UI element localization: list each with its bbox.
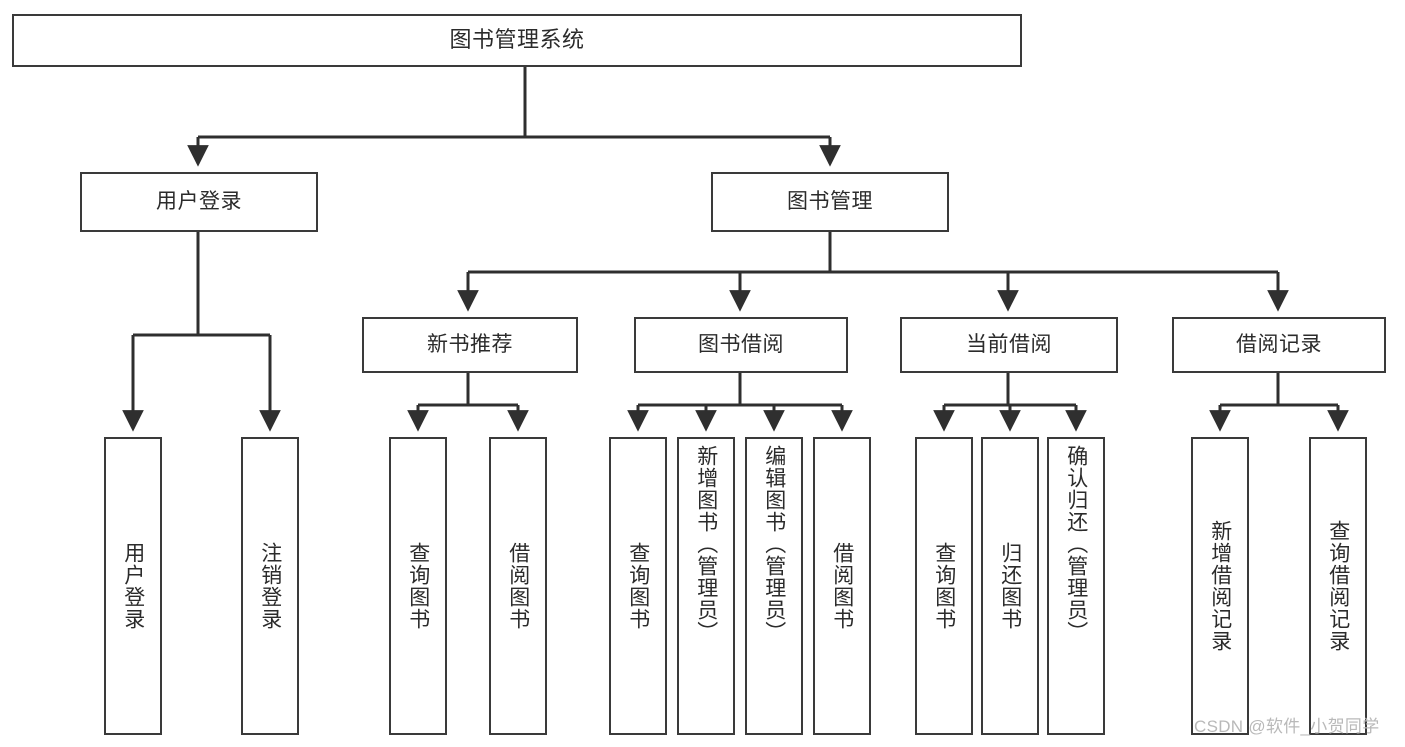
node-root-book-management-system[interactable]: 图书管理系统 [12, 14, 1022, 67]
node-label: 注销登录 [258, 542, 282, 630]
leaf-edit-book-admin[interactable]: 编辑图书（管理员） [745, 437, 803, 735]
node-label: 查询图书 [932, 542, 956, 630]
node-label: 查询图书 [626, 542, 650, 630]
leaf-add-borrowing-record[interactable]: 新增借阅记录 [1191, 437, 1249, 735]
leaf-return-book[interactable]: 归还图书 [981, 437, 1039, 735]
leaf-query-book-recommendation[interactable]: 查询图书 [389, 437, 447, 735]
leaf-logout[interactable]: 注销登录 [241, 437, 299, 735]
node-current-borrowing[interactable]: 当前借阅 [900, 317, 1118, 373]
node-label: 借阅记录 [1236, 333, 1322, 357]
node-label: 归还图书 [998, 542, 1022, 630]
leaf-query-book-borrowing[interactable]: 查询图书 [609, 437, 667, 735]
node-borrowing-record[interactable]: 借阅记录 [1172, 317, 1386, 373]
node-label: 当前借阅 [966, 333, 1052, 357]
node-user-login[interactable]: 用户登录 [80, 172, 318, 232]
node-label: 用户登录 [156, 190, 242, 214]
node-label: 图书借阅 [698, 333, 784, 357]
node-label: 图书管理系统 [449, 27, 585, 53]
node-label: 编辑图书（管理员） [762, 445, 786, 643]
leaf-borrow-book-borrowing[interactable]: 借阅图书 [813, 437, 871, 735]
node-label: 图书管理 [787, 190, 873, 214]
node-label: 借阅图书 [830, 542, 854, 630]
node-label: 新增图书（管理员） [694, 445, 718, 643]
node-label: 确认归还（管理员） [1064, 445, 1088, 643]
leaf-query-borrowing-record[interactable]: 查询借阅记录 [1309, 437, 1367, 735]
leaf-query-book-current[interactable]: 查询图书 [915, 437, 973, 735]
csdn-watermark: CSDN @软件_小贺同学 [1194, 717, 1380, 736]
node-label: 查询图书 [406, 542, 430, 630]
leaf-borrow-book-recommendation[interactable]: 借阅图书 [489, 437, 547, 735]
node-new-book-recommendation[interactable]: 新书推荐 [362, 317, 578, 373]
leaf-confirm-return-admin[interactable]: 确认归还（管理员） [1047, 437, 1105, 735]
node-label: 新增借阅记录 [1208, 520, 1232, 652]
leaf-add-book-admin[interactable]: 新增图书（管理员） [677, 437, 735, 735]
node-label: 查询借阅记录 [1326, 520, 1350, 652]
node-label: 新书推荐 [427, 333, 513, 357]
node-label: 用户登录 [121, 542, 145, 630]
node-book-borrowing[interactable]: 图书借阅 [634, 317, 848, 373]
node-label: 借阅图书 [506, 542, 530, 630]
node-book-management[interactable]: 图书管理 [711, 172, 949, 232]
leaf-user-login[interactable]: 用户登录 [104, 437, 162, 735]
